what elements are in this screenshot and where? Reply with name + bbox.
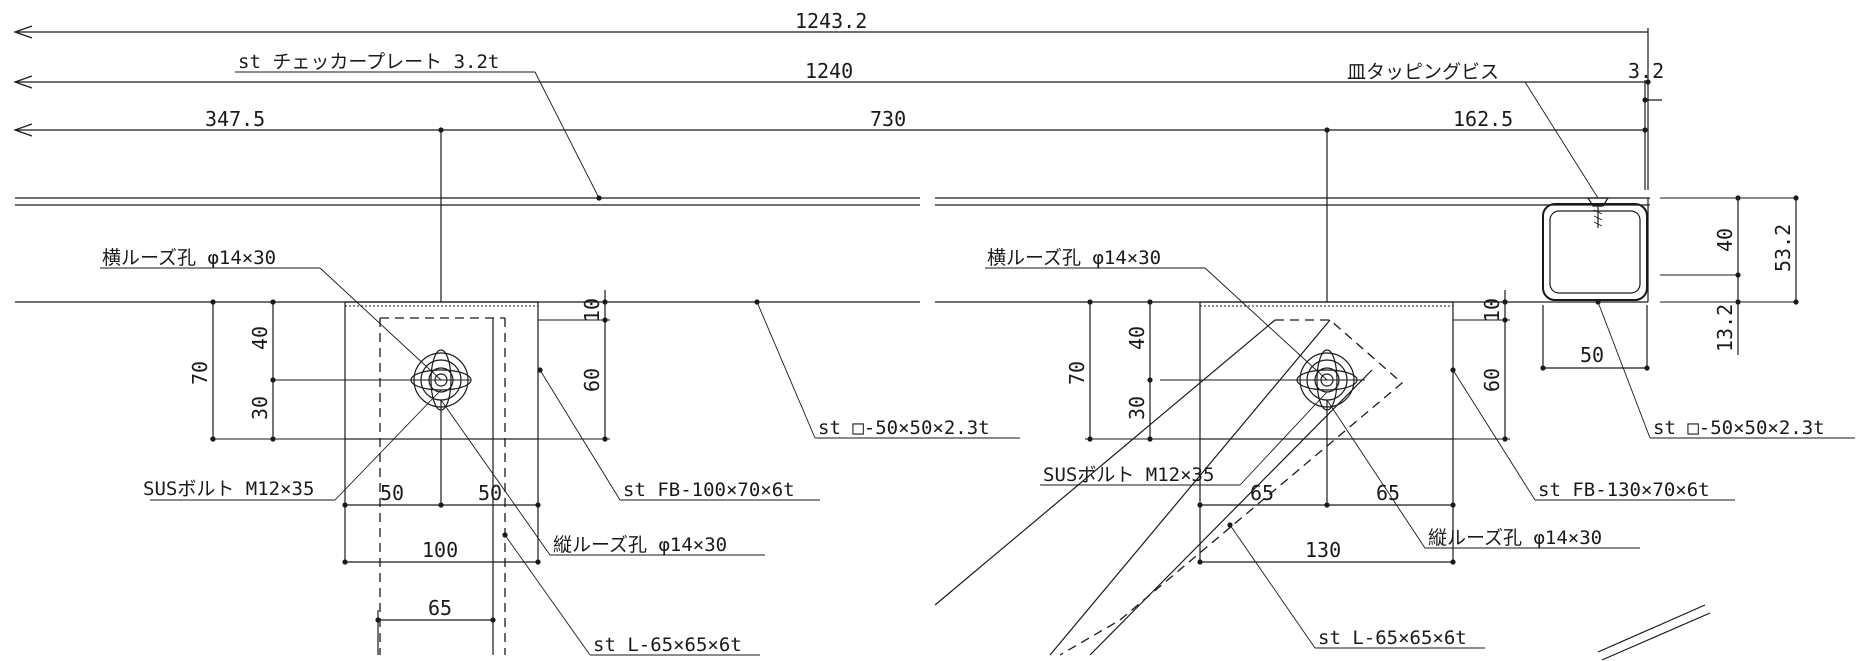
label-tapping-screw: 皿タッピングビス xyxy=(1347,61,1499,83)
dim-53-2: 53.2 xyxy=(1771,224,1795,272)
tapping-screw-icon xyxy=(1586,197,1610,228)
label-left-flat-bar: st FB-100×70×6t xyxy=(623,479,795,501)
dim-1243-2: 1243.2 xyxy=(795,9,867,33)
dim-162-5: 162.5 xyxy=(1453,107,1513,131)
dim-730: 730 xyxy=(870,107,906,131)
left-dim-50a: 50 xyxy=(380,481,404,505)
right-dim-30: 30 xyxy=(1125,396,1149,420)
left-dim-100: 100 xyxy=(422,538,458,562)
dim-13-2: 13.2 xyxy=(1713,304,1737,352)
label-left-slot-horizontal: 横ルーズ孔 φ14×30 xyxy=(102,247,276,269)
right-bracket xyxy=(934,130,1510,656)
dim-50-pipe: 50 xyxy=(1580,343,1604,367)
left-bracket xyxy=(210,130,610,655)
label-right-square-pipe: st □-50×50×2.3t xyxy=(1653,417,1825,439)
dim-40-pipe: 40 xyxy=(1713,228,1737,252)
right-dim-60: 60 xyxy=(1480,368,1504,392)
dim-1240: 1240 xyxy=(805,59,853,83)
dim-347-5: 347.5 xyxy=(205,107,265,131)
left-dim-60: 60 xyxy=(580,368,604,392)
left-dim-10: 10 xyxy=(580,298,604,322)
left-dim-40: 40 xyxy=(248,326,272,350)
right-dim-130: 130 xyxy=(1305,538,1341,562)
break-mark xyxy=(1597,604,1711,661)
label-right-flat-bar: st FB-130×70×6t xyxy=(1538,479,1710,501)
label-right-slot-vertical: 縦ルーズ孔 φ14×30 xyxy=(1428,527,1602,549)
left-dim-30: 30 xyxy=(248,396,272,420)
square-pipe xyxy=(1542,203,1648,301)
label-checker-plate: st チェッカープレート 3.2t xyxy=(238,51,499,73)
leader-lines xyxy=(100,71,1855,656)
label-right-angle: st L-65×65×6t xyxy=(1318,627,1467,649)
label-left-slot-vertical: 縦ルーズ孔 φ14×30 xyxy=(553,534,727,556)
right-dim-70: 70 xyxy=(1065,361,1089,385)
left-dim-65: 65 xyxy=(428,596,452,620)
left-dim-70: 70 xyxy=(188,361,212,385)
top-dimension-lines xyxy=(13,25,1662,190)
square-pipe-dims xyxy=(1540,195,1799,371)
left-dim-50b: 50 xyxy=(478,481,502,505)
right-dim-40: 40 xyxy=(1125,326,1149,350)
right-dim-65a: 65 xyxy=(1250,481,1274,505)
dim-3-2: 3.2 xyxy=(1628,59,1664,83)
right-dim-10: 10 xyxy=(1480,298,1504,322)
label-right-bolt: SUSボルト M12×35 xyxy=(1043,464,1214,486)
label-left-angle: st L-65×65×6t xyxy=(593,634,742,656)
label-left-square-pipe: st □-50×50×2.3t xyxy=(818,417,990,439)
label-right-slot-horizontal: 横ルーズ孔 φ14×30 xyxy=(987,247,1161,269)
label-left-bolt: SUSボルト M12×35 xyxy=(143,478,314,500)
